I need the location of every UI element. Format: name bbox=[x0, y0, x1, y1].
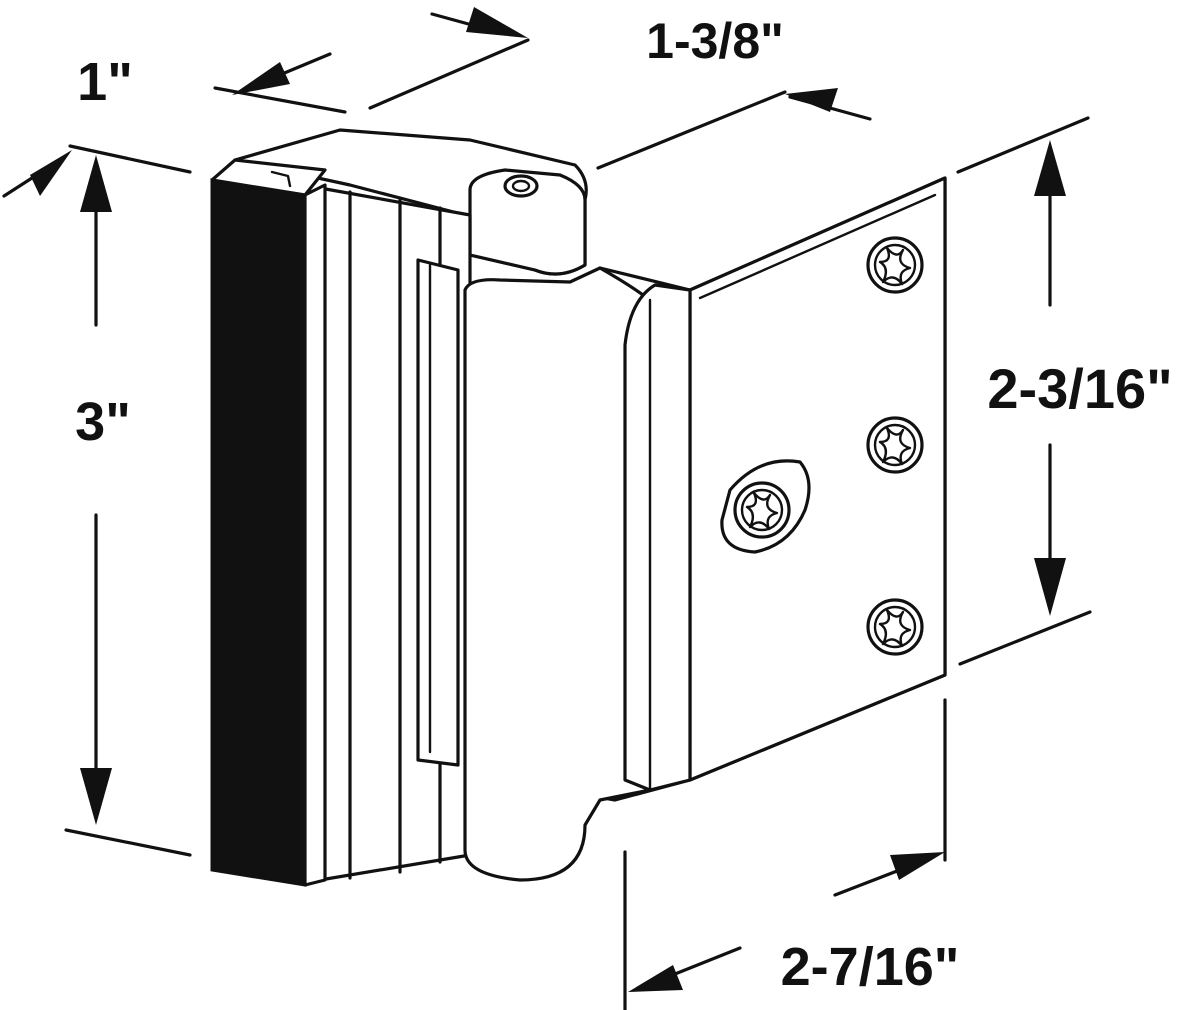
arrow-height-down bbox=[80, 768, 112, 825]
label-plate-height: 2-3/16" bbox=[987, 357, 1172, 420]
extension-line-top-right bbox=[596, 90, 787, 170]
arrow-top-right bbox=[785, 88, 838, 112]
barrel-connector bbox=[623, 283, 692, 792]
arrow-height-up bbox=[80, 155, 112, 212]
screw-top bbox=[866, 236, 924, 294]
dimension-width: 2-7/16" bbox=[623, 698, 960, 1010]
door-reinforcement-lock bbox=[210, 128, 947, 887]
plate-edge-highlight bbox=[698, 193, 937, 300]
screw-middle bbox=[866, 416, 924, 474]
bumper-notch bbox=[270, 170, 292, 188]
screw-slotted-cross bbox=[745, 491, 779, 531]
latch-slot bbox=[416, 258, 460, 767]
extension-line-plate-top bbox=[956, 116, 1090, 174]
arrow-plate-up bbox=[1034, 140, 1066, 196]
arrow-thickness bbox=[30, 150, 72, 196]
bumper-top bbox=[210, 158, 327, 197]
bumper-side bbox=[303, 183, 327, 887]
arrow-top-mid bbox=[466, 7, 528, 38]
dimension-height: 3" bbox=[64, 155, 192, 857]
screw-bottom bbox=[866, 598, 924, 656]
extension-line-plate-bottom bbox=[958, 610, 1092, 666]
screw-top-cross bbox=[878, 246, 912, 286]
label-top-depth: 1-3/8" bbox=[646, 13, 784, 69]
screw-bottom-cross bbox=[878, 608, 912, 648]
arrow-plate-down bbox=[1034, 558, 1066, 616]
hinge-barrel bbox=[463, 266, 652, 882]
arrow-width-left bbox=[628, 965, 683, 992]
rubber-bumper bbox=[210, 178, 307, 887]
dimension-top-depth: 1-3/8" bbox=[213, 7, 872, 170]
pivot-hole bbox=[503, 174, 539, 198]
screw-slotted bbox=[720, 459, 811, 554]
dimension-line-width-left bbox=[663, 946, 742, 980]
hinge-knuckle-top bbox=[468, 168, 587, 276]
label-height: 3" bbox=[75, 392, 131, 452]
label-width: 2-7/16" bbox=[781, 937, 960, 997]
extension-line-thickness bbox=[68, 144, 192, 174]
label-thickness: 1" bbox=[77, 52, 133, 112]
pivot-hole-inner bbox=[511, 179, 531, 193]
extension-line-height-bottom bbox=[64, 828, 192, 857]
dimension-plate-height: 2-3/16" bbox=[956, 116, 1173, 666]
screw-middle-cross bbox=[878, 426, 912, 466]
arrow-top-left bbox=[232, 62, 290, 95]
dimension-thickness: 1" bbox=[2, 52, 192, 198]
dimension-line-top bbox=[368, 38, 530, 110]
arrow-width-right bbox=[890, 852, 945, 880]
extension-line-top-left bbox=[213, 86, 347, 114]
